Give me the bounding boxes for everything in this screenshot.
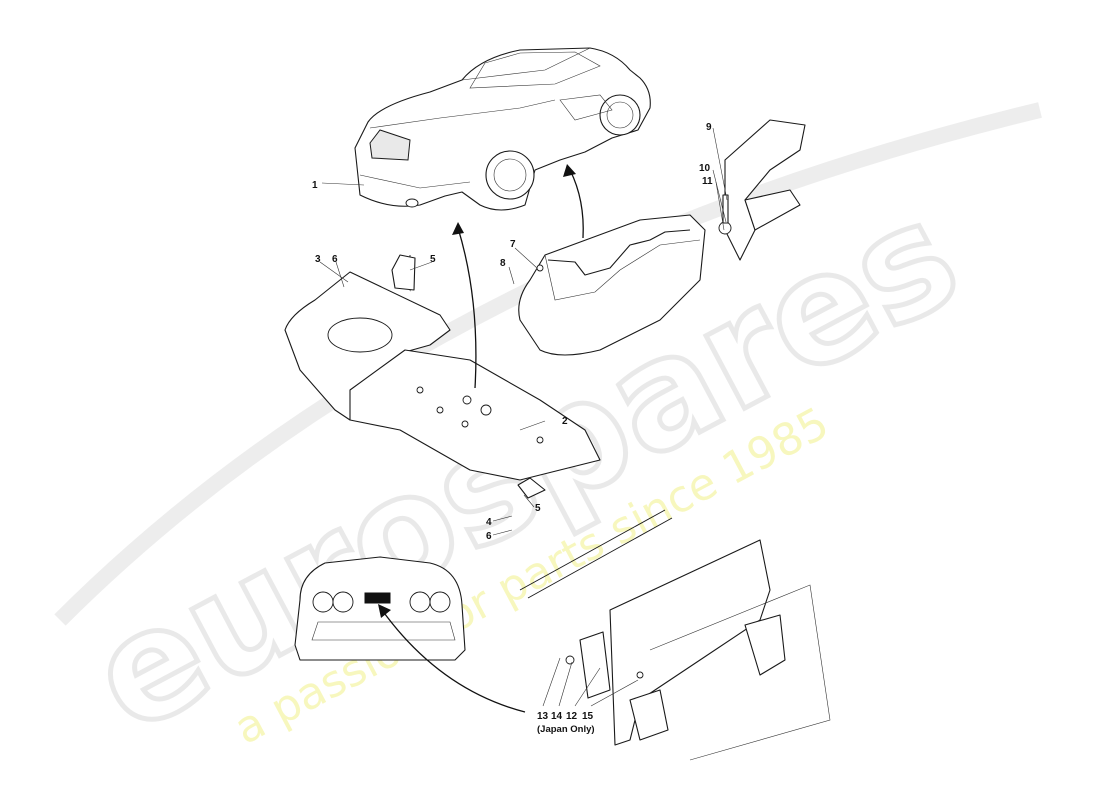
callout-1: 1 <box>312 180 318 191</box>
arrow-undertray-to-car <box>457 227 477 389</box>
callout-9: 9 <box>706 122 712 133</box>
vehicle-illustration <box>354 47 651 211</box>
mounting-panel <box>519 509 831 761</box>
japan-only-note: (Japan Only) <box>537 724 595 735</box>
callout-6-lower: 6 <box>486 531 492 542</box>
callout-2: 2 <box>562 416 568 427</box>
callout-5-upper: 5 <box>430 254 436 265</box>
callout-14: 14 <box>551 711 563 722</box>
callout-4: 4 <box>486 517 492 528</box>
callout-12: 12 <box>566 711 578 722</box>
callout-3: 3 <box>315 254 321 265</box>
callout-11: 11 <box>702 176 713 187</box>
direction-arrows <box>378 164 584 713</box>
side-bracket <box>718 119 806 261</box>
callout-7: 7 <box>510 239 516 250</box>
callout-13: 13 <box>537 711 549 722</box>
callout-10: 10 <box>699 163 711 174</box>
leader-lines <box>319 127 728 707</box>
callout-6-upper: 6 <box>332 254 338 265</box>
undertray <box>284 254 601 499</box>
arrow-bumper-to-car <box>569 169 584 239</box>
watermark-swoosh <box>54 102 1042 626</box>
callout-15: 15 <box>582 711 594 722</box>
callout-8: 8 <box>500 258 506 269</box>
bumper-section <box>518 214 706 356</box>
arrow-inset-to-bracket <box>381 609 526 713</box>
callout-labels: 1 2 3 4 5 5 6 6 7 8 9 10 11 13 14 12 15 … <box>312 122 713 735</box>
callout-5-lower: 5 <box>535 503 541 514</box>
